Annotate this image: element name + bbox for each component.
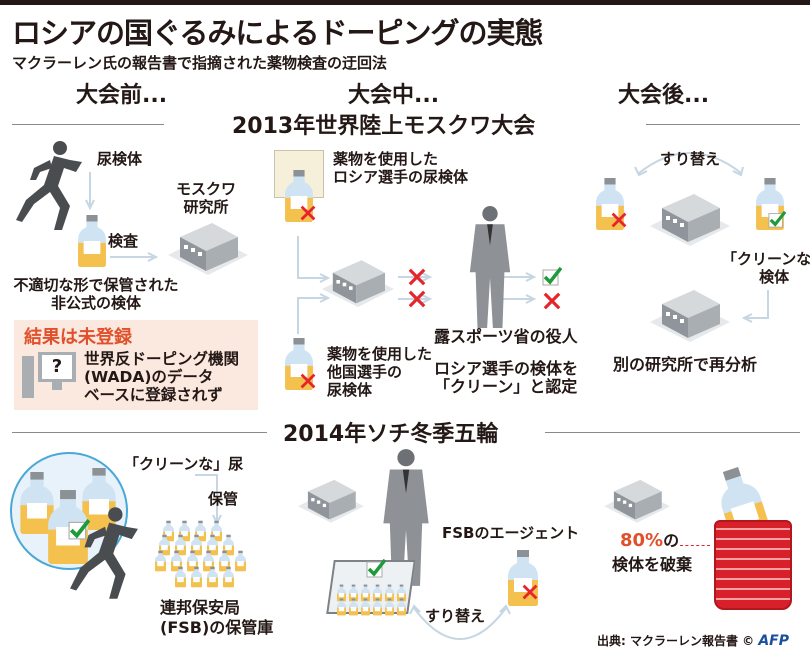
flow-arrows-icon <box>297 236 331 334</box>
event-title-2013: 2013年世界陸上モスクワ大会 <box>232 114 536 139</box>
text-line: ベースに登録されず <box>84 386 223 404</box>
label-line: 非公式の検体 <box>50 294 141 312</box>
building-icon <box>650 194 730 246</box>
arrow-right-icon <box>110 252 159 262</box>
arrow-icon <box>741 290 769 323</box>
swap-label-2014: すり替え <box>425 607 486 625</box>
shredder-bin-icon <box>714 520 792 610</box>
unofficial-sample-label: 不適切な形で保管された非公式の検体 <box>8 276 184 312</box>
label-line: 不適切な形で保管された <box>13 276 179 294</box>
flow-arrows-icon <box>398 272 537 304</box>
label-line: ロシア選手の検体を <box>434 359 579 378</box>
label-line: 連邦保安局 <box>160 598 241 617</box>
divider <box>12 432 267 433</box>
label-line: 尿検体 <box>327 381 373 399</box>
lab-line: 研究所 <box>183 198 229 216</box>
divider <box>646 124 800 125</box>
arrow-down-icon <box>85 172 95 211</box>
label-line: 「クリーンな」 <box>722 250 810 268</box>
phase-before: 大会前... <box>76 83 168 108</box>
swap-arc-icon <box>634 152 744 177</box>
check-icon <box>768 210 786 228</box>
source-credit: 出典: マクラーレン報告書 © AFP <box>597 632 789 649</box>
bottle-icon <box>155 520 246 588</box>
swap-arc-icon <box>409 604 511 640</box>
label-line: 他国選手の <box>327 363 403 381</box>
page-subtitle: マクラーレン氏の報告書で指摘された薬物検査の迂回法 <box>12 54 388 72</box>
clean-urine-closeup <box>10 452 128 570</box>
computer-icon: ? <box>22 352 77 400</box>
reanalysis-label: 別の研究所で再分析 <box>613 355 758 374</box>
russian-sample-label: 薬物を使用したロシア選手の尿検体 <box>333 150 468 186</box>
divider <box>12 124 164 125</box>
building-icon <box>322 260 394 307</box>
result-heading: 結果は未登録 <box>24 327 132 348</box>
foreign-sample-label: 薬物を使用した他国選手の尿検体 <box>327 345 432 399</box>
x-mark-icon <box>408 268 426 286</box>
certify-label: ロシア選手の検体を「クリーン」と認定 <box>434 360 578 396</box>
label-line: 「クリーン」と認定 <box>434 377 578 396</box>
wada-text: 世界反ドーピング機関(WADA)のデータベースに登録されず <box>84 350 239 404</box>
storage-label: 保管 <box>208 490 239 508</box>
bottle-icon <box>78 215 106 267</box>
building-icon <box>604 479 670 523</box>
urine-sample-label: 尿検体 <box>97 150 143 168</box>
stored-bottles-grid <box>155 520 255 590</box>
text-line: (WADA)のデータ <box>84 368 214 386</box>
x-mark-icon <box>300 205 316 221</box>
x-mark-icon <box>408 290 426 308</box>
building-icon <box>298 479 364 523</box>
briefcase-bottles <box>337 584 406 616</box>
fsb-storage-label: 連邦保安局(FSB)の保管庫 <box>160 598 273 638</box>
event-title-2014: 2014年ソチ冬季五輪 <box>283 422 499 447</box>
building-icon <box>650 290 730 342</box>
afp-logo: AFP <box>758 633 790 649</box>
leader-line <box>680 545 710 546</box>
moscow-lab-label: モスクワ研究所 <box>176 180 236 216</box>
question-mark: ? <box>42 355 72 379</box>
x-mark-icon <box>543 292 561 310</box>
label-line: (FSB)の保管庫 <box>160 618 274 637</box>
clean-urine-label: 「クリーンな」尿 <box>124 455 244 473</box>
top-bar <box>0 0 810 5</box>
swap-label: すり替え <box>660 150 721 168</box>
x-mark-icon <box>611 212 627 228</box>
label-line: ロシア選手の尿検体 <box>333 168 469 186</box>
text-line: 世界反ドーピング機関 <box>84 350 240 368</box>
check-icon <box>542 266 562 286</box>
x-mark-icon <box>522 584 538 600</box>
source-text: 出典: マクラーレン報告書 © <box>597 634 755 648</box>
divider <box>545 432 800 433</box>
fsb-agent-label: FSBのエージェント <box>442 524 580 542</box>
test-label: 検査 <box>108 232 139 250</box>
clean-sample-label: 「クリーンな」検体 <box>722 250 810 286</box>
x-mark-icon <box>300 373 316 389</box>
building-icon <box>168 223 248 275</box>
check-icon <box>366 558 386 578</box>
label-line: 薬物を使用した <box>327 345 433 363</box>
runner-icon <box>16 141 82 230</box>
phase-after: 大会後... <box>618 83 710 108</box>
label-line: 検体 <box>759 268 790 286</box>
official-figure-icon <box>469 206 511 328</box>
lab-line: モスクワ <box>176 180 237 198</box>
destroy-percent: 80% <box>620 530 664 551</box>
destroy-label-line1: 80%の <box>620 532 679 550</box>
phase-during: 大会中... <box>348 83 440 108</box>
official-label: 露スポーツ省の役人 <box>434 327 578 346</box>
page-title: ロシアの国ぐるみによるドーピングの実態 <box>12 16 544 50</box>
runner-icon <box>70 507 138 599</box>
destroy-label-line2: 検体を破棄 <box>612 555 693 574</box>
label-line: 薬物を使用した <box>333 150 439 168</box>
destroy-suffix: の <box>663 531 680 550</box>
